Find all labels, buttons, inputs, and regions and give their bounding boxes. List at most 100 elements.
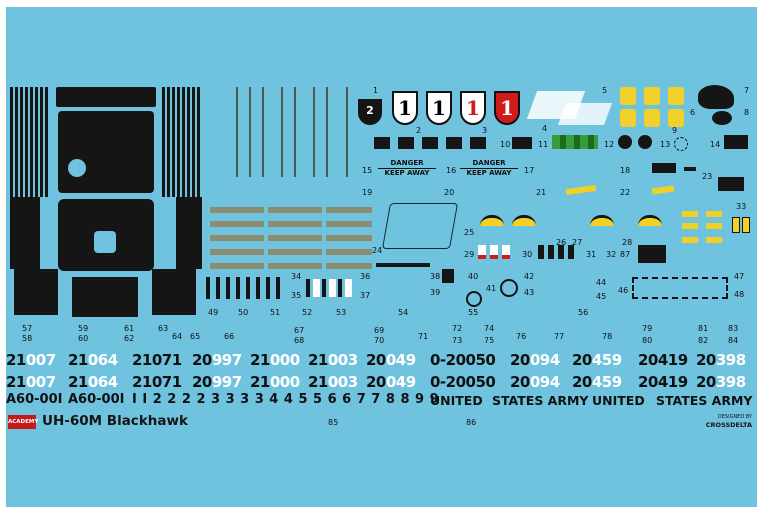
- small-placard: [684, 167, 696, 171]
- serial-number: 20419: [638, 374, 688, 390]
- decal-number: 28: [622, 238, 633, 247]
- decal-number: 56: [578, 308, 589, 317]
- decal-number: 19: [362, 188, 373, 197]
- united-text: UNITED: [430, 393, 483, 408]
- walkway-strip: [326, 249, 372, 255]
- cockpit-floor-mask: [58, 111, 154, 193]
- decal-number: 79: [642, 324, 653, 333]
- outline-frame: [632, 277, 728, 299]
- decal-number: 51: [270, 308, 281, 317]
- yellow-mark: [682, 223, 698, 229]
- serial-prefix: 20419: [638, 373, 688, 391]
- serial-suffix: 007: [25, 373, 56, 391]
- decal-number: 35: [291, 291, 302, 300]
- decal-number: 85: [328, 418, 339, 427]
- decal-number: 40: [468, 272, 479, 281]
- serial-number: 20049: [366, 374, 416, 390]
- yellow-bar: [732, 217, 740, 233]
- serial-number: 20094: [510, 352, 560, 368]
- kangaroo-art: [698, 85, 734, 109]
- serial-number: 20997: [192, 352, 242, 368]
- shield-number: 1: [466, 96, 480, 120]
- decal-number: 37: [360, 291, 371, 300]
- decal-number: 42: [524, 272, 535, 281]
- decal-number: 9: [672, 126, 678, 135]
- decal-number: 7: [744, 86, 750, 95]
- designer-credit: DESIGNED BY CROSSDELTA: [696, 413, 752, 429]
- serial-suffix: 064: [87, 351, 118, 369]
- light-decal: [490, 245, 498, 259]
- gauge-decal: [512, 215, 536, 226]
- serial-prefix: 21: [6, 373, 26, 391]
- small-placard: [652, 163, 676, 173]
- serial-number: 21071: [132, 374, 182, 390]
- serial-number: 21000: [250, 352, 300, 368]
- serial-prefix: 20: [510, 351, 530, 369]
- stripe: [262, 87, 264, 177]
- decal-number: 8: [744, 108, 750, 117]
- yellow-mark: [682, 237, 698, 243]
- serial-suffix: 459: [591, 373, 622, 391]
- serial-suffix: 049: [385, 351, 416, 369]
- serial-number: 21003: [308, 352, 358, 368]
- stripe: [236, 87, 238, 177]
- decal-number: 72: [452, 324, 463, 333]
- walkway-strip: [210, 249, 264, 255]
- decal-number: 87: [620, 250, 631, 259]
- serial-prefix: 20419: [638, 351, 688, 369]
- serial-number: 20049: [366, 352, 416, 368]
- product-title: UH-60M Blackhawk: [42, 413, 188, 429]
- decal-number: 32: [606, 250, 617, 259]
- square-decal: [442, 269, 454, 283]
- serial-prefix: 20: [696, 351, 716, 369]
- states-army-text: STATES ARMY: [656, 393, 753, 408]
- stripe: [313, 87, 315, 177]
- white-blocks: [306, 279, 352, 297]
- door-mask-right: [176, 197, 202, 269]
- decal-number: 48: [734, 290, 745, 299]
- round-gauge: [500, 279, 518, 297]
- yellow-mark: [706, 237, 722, 243]
- serial-suffix: 398: [715, 351, 746, 369]
- serial-number: 21007: [6, 374, 56, 390]
- serial-suffix: 003: [327, 373, 358, 391]
- placard: [718, 177, 744, 191]
- cav-patch: [668, 109, 684, 127]
- tail-code: A60-00I: [68, 392, 125, 407]
- serial-prefix: 20: [366, 373, 386, 391]
- light-decal: [478, 245, 486, 259]
- decal-number: 62: [124, 334, 135, 343]
- decal-number: 78: [602, 332, 613, 341]
- decal-number: 3: [482, 126, 488, 135]
- decal-number: 1: [373, 86, 379, 95]
- mask-hole: [68, 159, 86, 177]
- decal-number: 52: [302, 308, 313, 317]
- academy-logo: ACADEMY: [8, 415, 38, 429]
- decal-number: 6: [690, 108, 696, 117]
- danger-placard-right: DANGER KEEP AWAY: [460, 159, 518, 179]
- decal-number: 60: [78, 334, 89, 343]
- bar-row: [206, 277, 286, 299]
- door-mask-left-2: [14, 269, 58, 315]
- walkway-strip: [210, 263, 264, 269]
- serial-suffix: 000: [269, 351, 300, 369]
- stripe: [346, 87, 348, 177]
- gauge-decal: [590, 215, 614, 226]
- serial-prefix: 21071: [132, 373, 182, 391]
- decal-number: 12: [604, 140, 615, 149]
- yellow-stripe: [651, 185, 675, 195]
- 1st-id-red-shield: 1: [460, 91, 486, 125]
- walkway-strip: [326, 235, 372, 241]
- decal-number: 11: [538, 140, 549, 149]
- stripe: [294, 87, 296, 177]
- danger-heading: DANGER: [378, 159, 436, 169]
- serial-prefix: 21071: [132, 351, 182, 369]
- decal-number: 50: [238, 308, 249, 317]
- lower-mask: [72, 277, 138, 317]
- decal-number: 14: [710, 140, 721, 149]
- serial-number: 20419: [638, 352, 688, 368]
- serial-number: 20398: [696, 374, 746, 390]
- stripe: [249, 87, 251, 177]
- decal-number: 38: [430, 272, 441, 281]
- serial-prefix: 21: [6, 351, 26, 369]
